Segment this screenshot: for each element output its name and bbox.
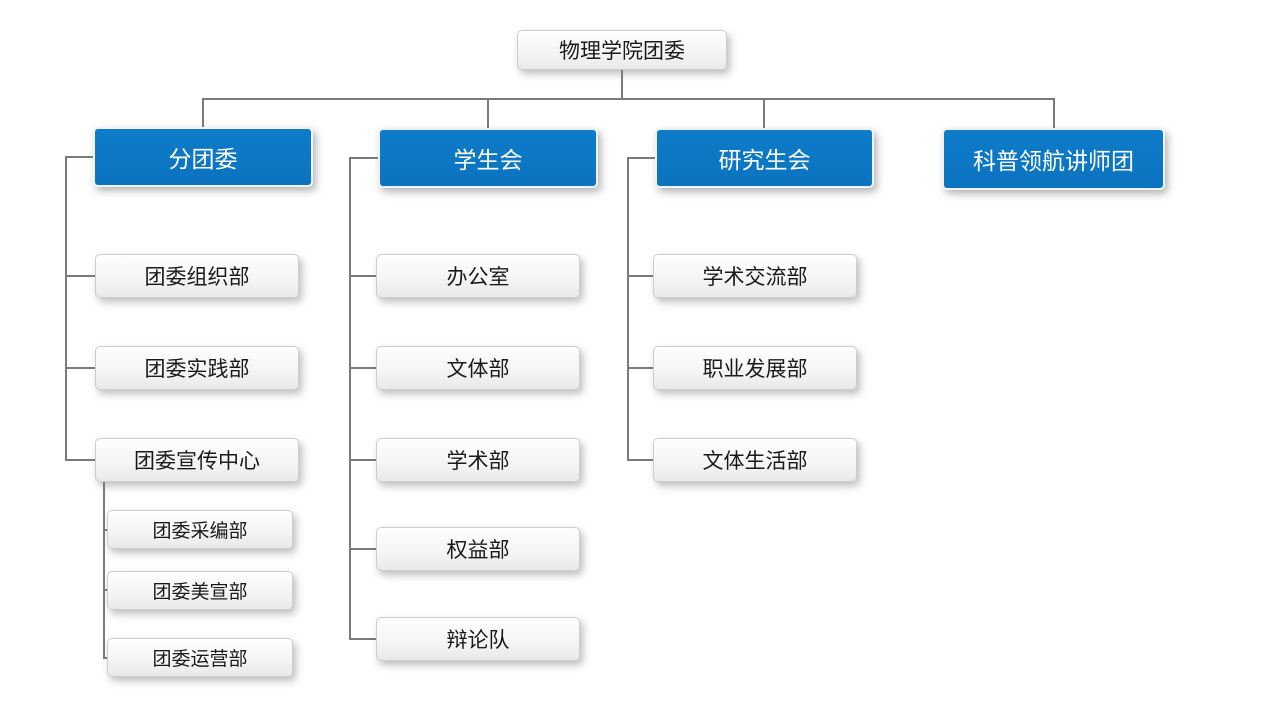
connector-branch2-child-1: [627, 367, 653, 369]
connector-branch1-stub: [349, 157, 378, 159]
node-label: 物理学院团委: [559, 40, 685, 63]
node-label: 学术交流部: [702, 266, 808, 289]
node-label: 研究生会: [718, 147, 811, 173]
node-label: 分团委: [168, 146, 238, 172]
connector-drop-branch-2: [763, 98, 765, 129]
node-operations-dept: 团委运营部: [107, 638, 293, 677]
node-student-union: 学生会: [378, 128, 598, 188]
node-label: 科普领航讲师团: [973, 148, 1134, 174]
node-office: 办公室: [376, 254, 580, 298]
node-label: 团委实践部: [144, 358, 250, 381]
connector-publicity-child-2: [103, 657, 108, 659]
connector-branch1-child-4: [349, 638, 376, 640]
node-physics-college-youth-league: 物理学院团委: [517, 30, 727, 70]
connector-branch0-child-2: [65, 459, 95, 461]
node-graduate-student-union: 研究生会: [655, 128, 874, 188]
node-science-lecturer-group: 科普领航讲师团: [942, 128, 1165, 190]
connector-branch1-child-3: [349, 548, 376, 550]
node-label: 文体部: [446, 358, 510, 381]
connector-drop-branch-3: [1053, 98, 1055, 129]
connector-branch1-rail: [349, 157, 351, 640]
connector-branch0-rail: [65, 156, 67, 461]
node-culture-sports-dept: 文体部: [376, 346, 580, 390]
connector-branch0-child-1: [65, 367, 95, 369]
node-label: 团委运营部: [152, 649, 248, 670]
node-sub-league-committee: 分团委: [93, 127, 313, 187]
connector-branch0-child-0: [65, 275, 95, 277]
node-editing-dept: 团委采编部: [107, 510, 293, 549]
connector-top-rail: [202, 98, 1055, 100]
connector-publicity-rail: [103, 482, 105, 659]
node-label: 文体生活部: [702, 450, 808, 473]
node-label: 办公室: [446, 266, 510, 289]
node-debate-team: 辩论队: [376, 617, 580, 661]
node-label: 团委宣传中心: [134, 450, 260, 473]
connector-branch1-child-0: [349, 275, 376, 277]
node-publicity-center: 团委宣传中心: [95, 438, 299, 482]
connector-publicity-child-1: [103, 589, 108, 591]
node-label: 学生会: [453, 147, 523, 173]
node-rights-dept: 权益部: [376, 527, 580, 571]
node-label: 权益部: [446, 539, 510, 562]
connector-branch2-rail: [627, 157, 629, 461]
node-art-publicity-dept: 团委美宣部: [107, 571, 293, 610]
connector-publicity-child-0: [103, 529, 108, 531]
node-label: 团委美宣部: [152, 582, 248, 603]
node-label: 团委组织部: [144, 266, 250, 289]
connector-root-drop: [621, 70, 623, 99]
connector-drop-branch-0: [202, 98, 204, 128]
node-label: 辩论队: [446, 629, 510, 652]
connector-drop-branch-1: [487, 98, 489, 129]
node-career-development-dept: 职业发展部: [653, 346, 857, 390]
connector-branch2-stub: [627, 157, 655, 159]
connector-branch1-child-1: [349, 367, 376, 369]
node-label: 职业发展部: [702, 358, 808, 381]
node-organization-dept: 团委组织部: [95, 254, 299, 298]
node-label: 团委采编部: [152, 521, 248, 542]
node-academic-exchange-dept: 学术交流部: [653, 254, 857, 298]
connector-branch2-child-0: [627, 275, 653, 277]
node-academic-dept: 学术部: [376, 438, 580, 482]
node-label: 学术部: [446, 450, 510, 473]
connector-branch1-child-2: [349, 459, 376, 461]
node-culture-sports-life-dept: 文体生活部: [653, 438, 857, 482]
node-practice-dept: 团委实践部: [95, 346, 299, 390]
connector-branch2-child-2: [627, 459, 653, 461]
connector-branch0-stub: [65, 156, 93, 158]
